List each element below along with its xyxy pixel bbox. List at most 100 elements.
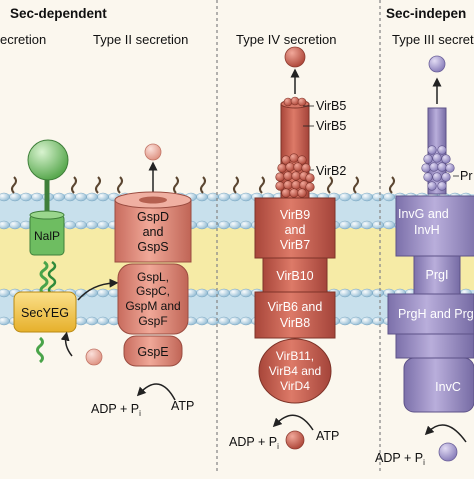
lipid-head [196, 316, 208, 326]
lipid-head [97, 288, 109, 298]
lipid-head [97, 220, 109, 230]
virb2-pilin [305, 182, 315, 192]
prgi-subunit [427, 145, 437, 155]
lipid-head [372, 192, 384, 202]
prgi-subunit [432, 153, 442, 163]
prgi-subunit [423, 172, 433, 182]
lps-squiggles [11, 176, 395, 194]
prgi-subunit [437, 162, 447, 172]
virb9-label-line1: VirB9 [280, 208, 310, 222]
virb5-tip-left [283, 97, 293, 107]
lipid-head [218, 288, 230, 298]
virb2-pilin [289, 153, 299, 163]
prgi-needle-cluster [421, 145, 455, 191]
t2-atp-hydrolysis-arrow [136, 383, 176, 401]
lipid-head [372, 220, 384, 230]
prgi-subunit [437, 181, 447, 191]
lipid-head [350, 192, 362, 202]
lps-squiggle [11, 176, 17, 194]
virb2-pilin [291, 180, 301, 190]
virb11-label-line2: VirB4 and [269, 364, 321, 378]
lipid-head [350, 288, 362, 298]
secyeg-channel [13, 291, 77, 333]
lipid-head [64, 220, 76, 230]
lipid-head [196, 288, 208, 298]
lipid-head [339, 220, 351, 230]
t2-atp-label: ATP [171, 399, 194, 413]
invc-label: InvC [435, 380, 461, 394]
lipid-head [9, 192, 21, 202]
lipid-head [372, 288, 384, 298]
virb6-label-line1: VirB6 and [268, 300, 323, 314]
gspd-secretin [114, 199, 192, 263]
virb6-label-line2: VirB8 [280, 316, 310, 330]
t4-adp-label: ADP + Pi [229, 435, 279, 451]
t3-adp-label: ADP + Pi [375, 451, 425, 467]
virb2-pilin [277, 163, 287, 173]
t4-atp-label: ATP [316, 429, 339, 443]
lipid-head [86, 220, 98, 230]
lipid-head [0, 220, 10, 230]
lipid-head [31, 192, 43, 202]
secyeg-label: SecYEG [21, 306, 69, 320]
prgi-subunit [445, 163, 455, 173]
gspl-inner-platform [117, 263, 189, 335]
lipid-head [196, 220, 208, 230]
lipid-head [361, 288, 373, 298]
type5-system: NalP SecYEG [13, 139, 119, 366]
virb9-core [254, 197, 336, 259]
prgi-subunit [441, 154, 451, 164]
lps-squiggle [71, 176, 77, 194]
virb2-pilin [297, 188, 307, 198]
virb2-pilin [281, 188, 291, 198]
type2-system: GspD and GspS GspL, GspC, GspM and GspF … [91, 143, 194, 418]
lipid-head [75, 192, 87, 202]
lipid-head [86, 192, 98, 202]
lipid-head [383, 192, 395, 202]
gspd-pore [139, 196, 167, 204]
lipid-head [372, 316, 384, 326]
cytoplasm-substrate-ball [85, 348, 103, 366]
prgi-subunit [432, 172, 442, 182]
t4-cytoplasm-substrate [285, 430, 305, 450]
virb5-label-b: VirB5 [316, 119, 346, 133]
export-apparatus [395, 333, 474, 359]
lipid-head [240, 316, 252, 326]
gspe-atpase [123, 335, 183, 367]
lipid-head [218, 316, 230, 326]
prgi-subunit [429, 162, 439, 172]
header-sec-independent: Sec-indepen [386, 6, 466, 21]
title-type3-secretion: Type III secretion [392, 32, 474, 47]
lipid-head [53, 192, 65, 202]
lps-squiggle [233, 176, 239, 194]
lipid-head [361, 220, 373, 230]
virb2-label: VirB2 [316, 164, 346, 178]
type4-system: VirB5 VirB5 VirB2 VirB9 and VirB7 VirB10… [229, 46, 346, 451]
virb5-tip-right [297, 97, 307, 107]
prgi-subunit [441, 172, 451, 182]
lipid-head [97, 316, 109, 326]
virb2-pilin-cluster [275, 153, 315, 198]
unfolded-peptide [39, 260, 49, 296]
gspd-label-line3: GspS [137, 240, 168, 254]
lipid-head [9, 220, 21, 230]
prgi-rod [413, 255, 461, 295]
virb2-pilin [275, 172, 285, 182]
lps-squiggle [389, 176, 395, 194]
gspl-label-line3: GspM and [125, 299, 180, 313]
lipid-head [218, 192, 230, 202]
lipid-head [64, 192, 76, 202]
lipid-head [0, 316, 10, 326]
pr-label: Pr [460, 169, 473, 183]
virb5-tip-mid [290, 96, 300, 106]
lipid-head [383, 220, 395, 230]
lps-squiggle [327, 176, 333, 194]
virb9-label-line2: and [285, 223, 306, 237]
invg-label-line1: InvG and [398, 207, 449, 221]
virb2-pilin [275, 181, 285, 191]
gspd-label-line1: GspD [137, 210, 169, 224]
virb2-pilin [285, 162, 295, 172]
lipid-head [75, 220, 87, 230]
title-type5-secretion: ecretion [0, 32, 46, 47]
